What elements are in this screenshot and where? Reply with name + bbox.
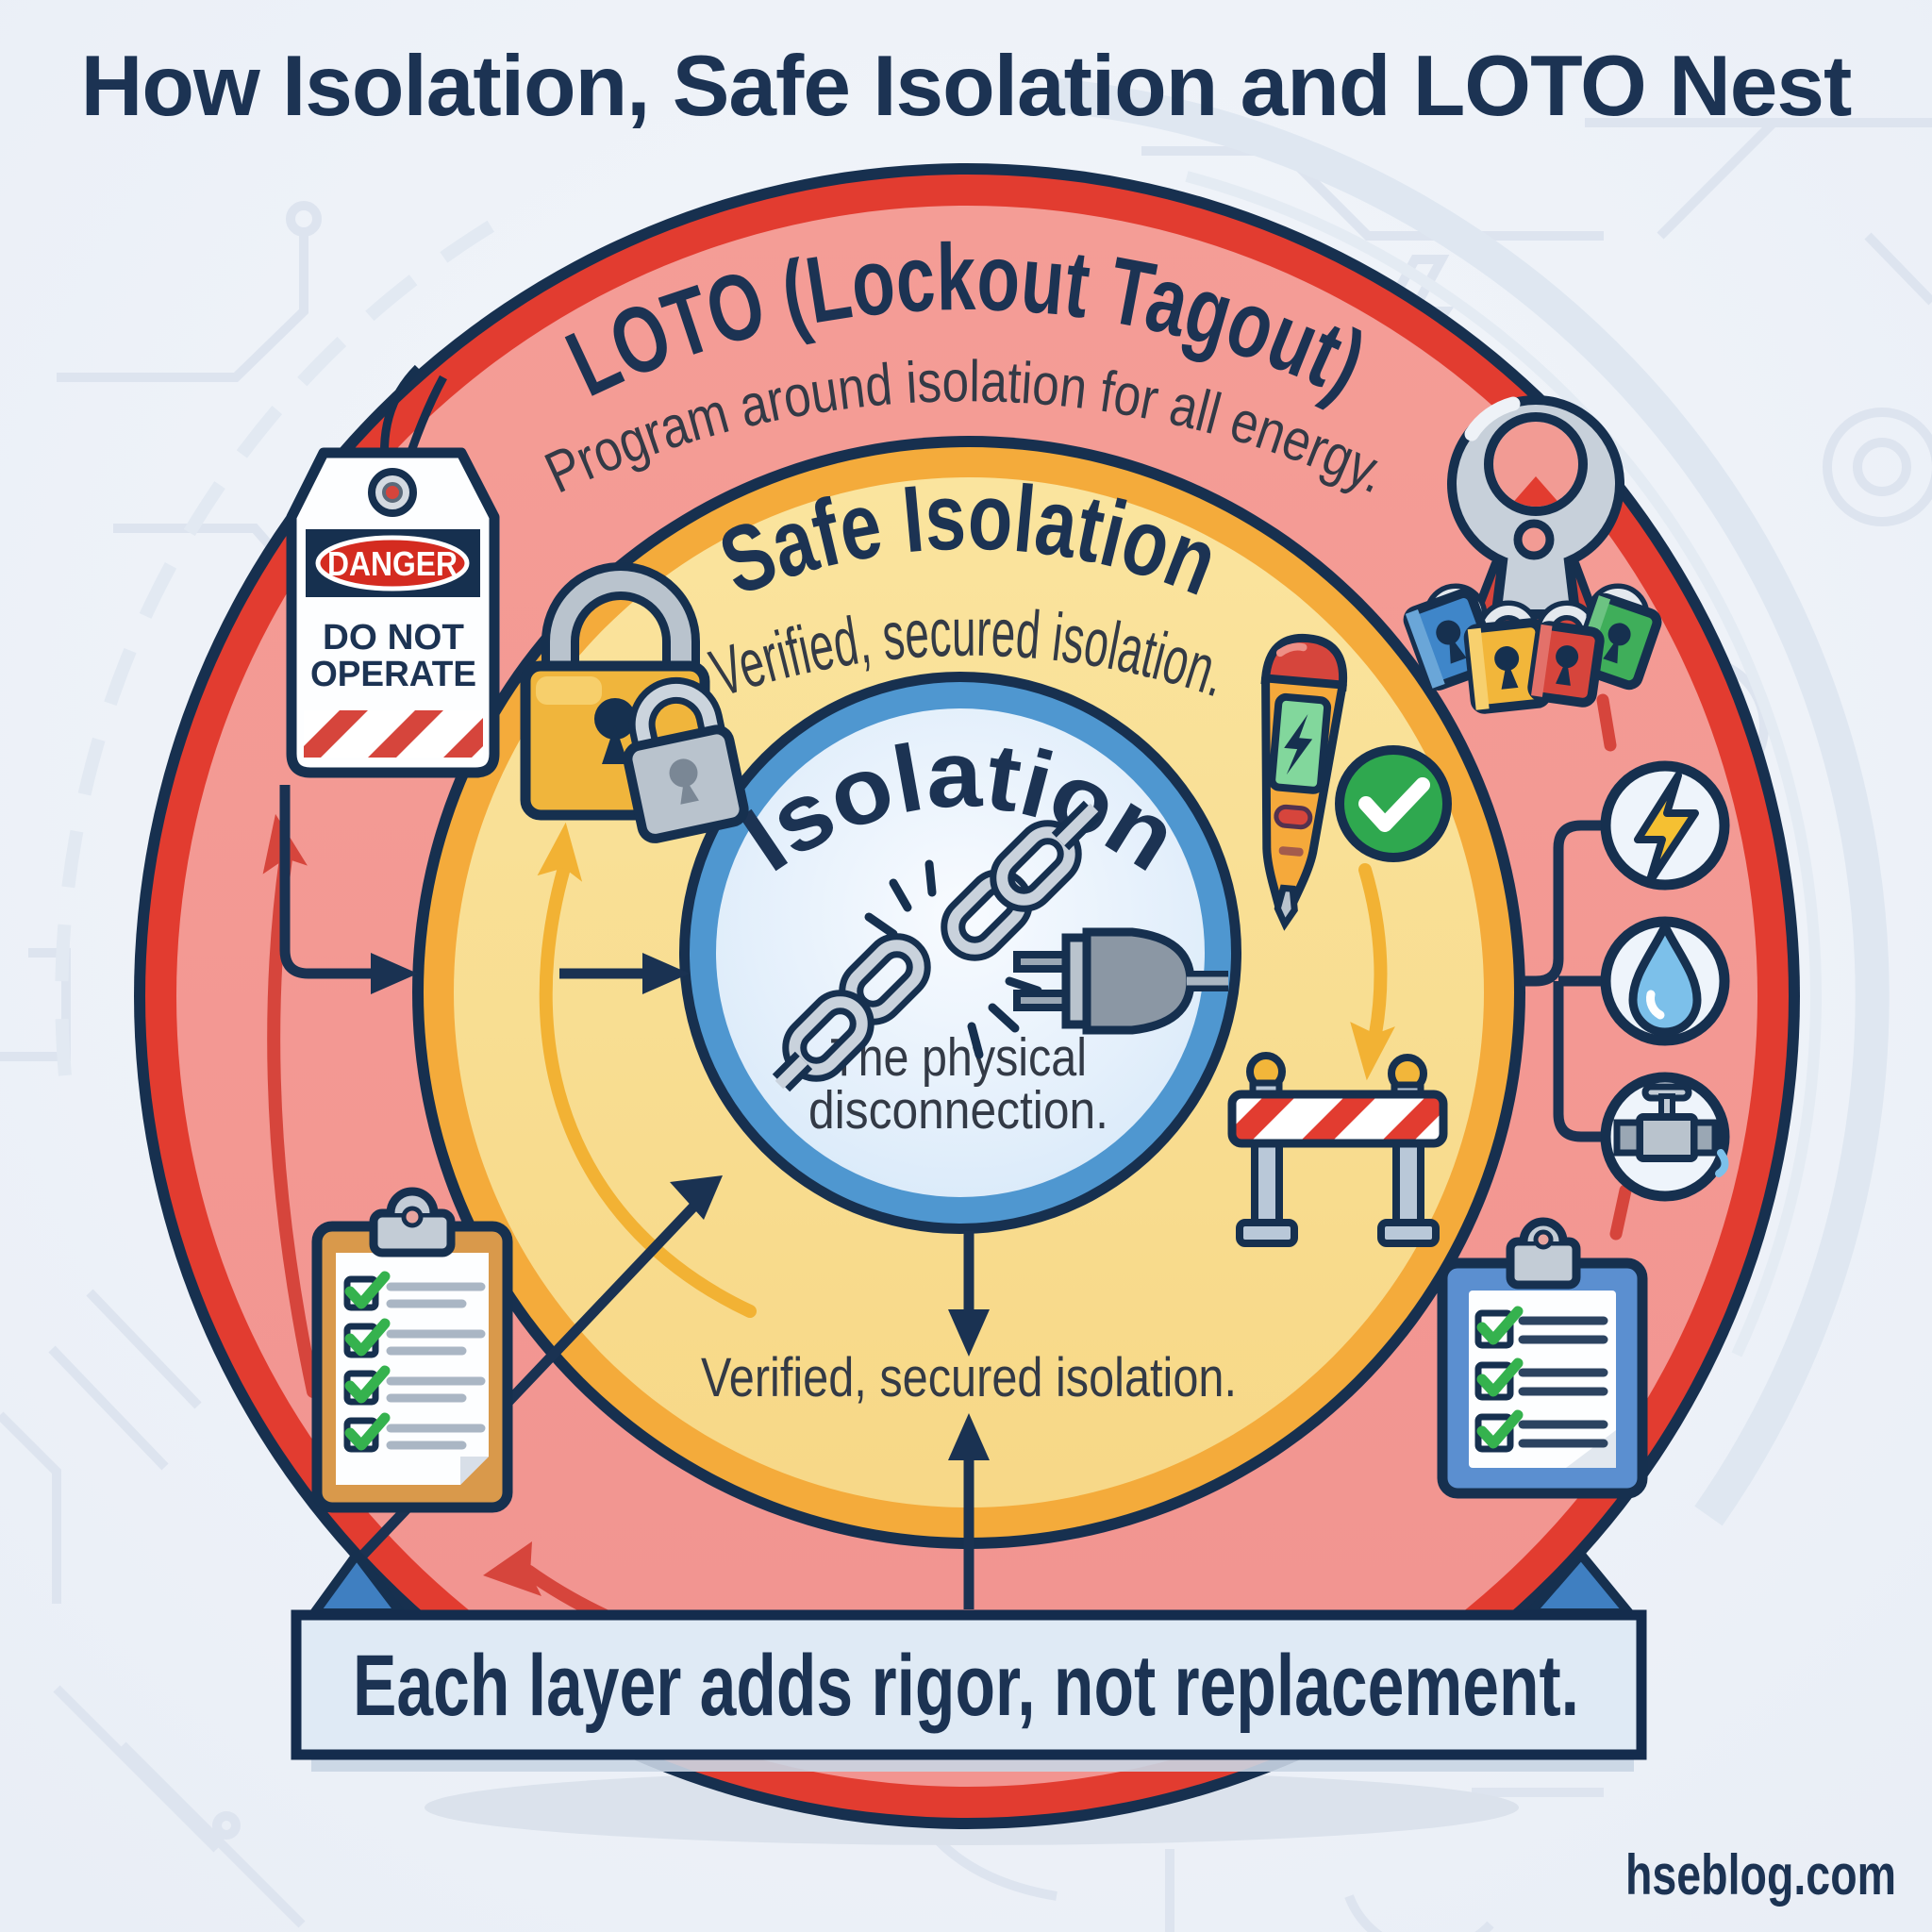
svg-text:disconnection.: disconnection.	[808, 1080, 1108, 1141]
svg-text:How Isolation, Safe Isolation: How Isolation, Safe Isolation and LOTO N…	[81, 39, 1852, 134]
svg-text:The physical: The physical	[830, 1027, 1087, 1088]
svg-text:OPERATE: OPERATE	[310, 655, 476, 694]
svg-text:Verified, secured isolation.: Verified, secured isolation.	[701, 1347, 1237, 1408]
svg-text:Each layer adds rigor, not rep: Each layer adds rigor, not replacement.	[353, 1638, 1579, 1734]
svg-text:DANGER: DANGER	[327, 544, 458, 583]
svg-text:hseblog.com: hseblog.com	[1625, 1843, 1896, 1907]
svg-text:DO NOT: DO NOT	[323, 618, 464, 658]
